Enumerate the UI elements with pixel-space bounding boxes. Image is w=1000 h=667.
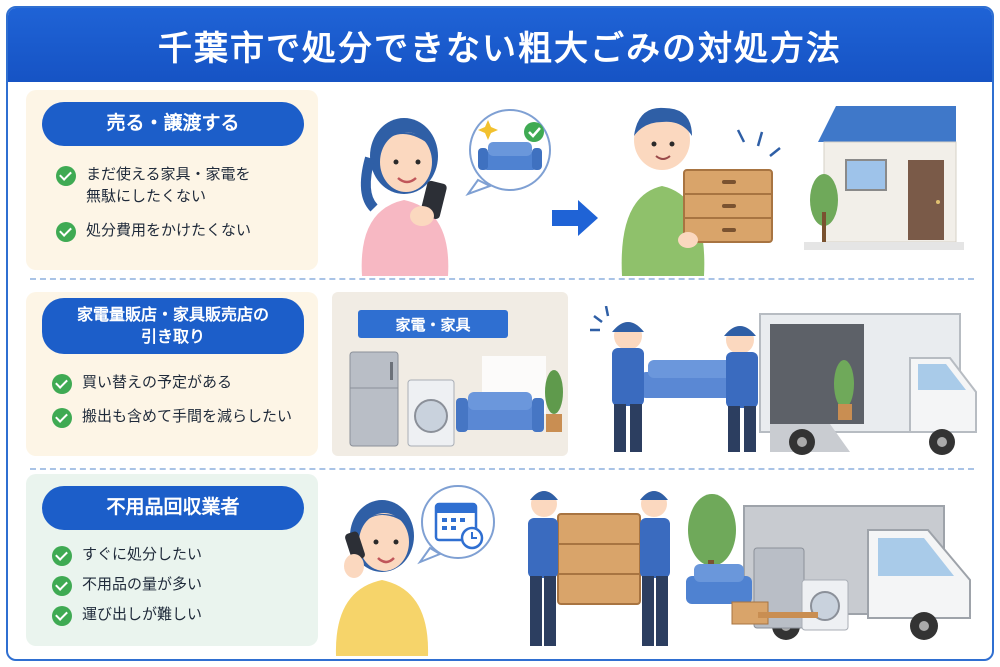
calendar-speech-bubble [417,485,495,565]
check-item: 不用品の量が多い [52,574,202,596]
check-icon [56,166,76,186]
store-card: 家電量販店・家具販売店の 引き取り 買い替えの予定がある 搬出も含めて手間を減ら… [26,292,318,456]
house-illustration [804,106,964,250]
check-text: 不用品の量が多い [82,575,203,593]
sofa-speech-bubble [465,109,551,196]
junk-card: 不用品回収業者 すぐに処分したい 不用品の量が多い 運び出しが難しい [26,474,318,646]
section-heading: 不用品回収業者 [42,486,304,530]
check-icon [56,221,76,242]
check-icon [52,374,72,394]
check-text: 搬出も含めて手間を減らしたい [82,407,293,425]
sell-card: 売る・譲渡する まだ使える家具・家電を 無駄にしたくない 処分費用をかけたくない [26,90,318,270]
check-item: 搬出も含めて手間を減らしたい [52,406,292,428]
arrow-right-icon [552,200,598,236]
check-list: まだ使える家具・家電を 無駄にしたくない 処分費用をかけたくない [56,164,251,254]
check-icon [52,408,72,428]
check-icon [52,576,72,596]
check-text: まだ使える家具・家電を 無駄にしたくない [86,165,251,205]
appliances-illustration [349,351,563,447]
woman-with-phone-illustration [360,118,449,276]
section-junk-removal: 不用品回収業者 すぐに処分したい 不用品の量が多い 運び出しが難しい [8,474,992,658]
section-store-pickup: 家電量販店・家具販売店の 引き取り 買い替えの予定がある 搬出も含めて手間を減ら… [8,292,992,462]
check-text: すぐに処分したい [82,545,203,563]
check-list: すぐに処分したい 不用品の量が多い 運び出しが難しい [52,544,202,634]
check-item: 買い替えの予定がある [52,372,292,394]
page-title: 千葉市で処分できない粗大ごみの対処方法 [158,28,842,69]
check-text: 処分費用をかけたくない [86,220,252,239]
heading-line: 家電量販店・家具販売店の [76,305,269,325]
section-heading: 売る・譲渡する [42,102,304,146]
check-item: すぐに処分したい [52,544,202,566]
infographic-frame: 千葉市で処分できない粗大ごみの対処方法 売る・譲渡する まだ使える家具・家電を … [6,6,994,661]
check-text: 運び出しが難しい [82,605,203,623]
section-divider [30,278,974,280]
check-item: まだ使える家具・家電を 無駄にしたくない [56,164,251,208]
check-list: 買い替えの予定がある 搬出も含めて手間を減らしたい [52,372,292,440]
check-item: 処分費用をかけたくない [56,220,251,242]
check-icon [52,546,72,566]
check-icon [52,606,72,626]
check-text: 買い替えの予定がある [82,373,233,391]
section-divider [30,468,974,470]
store-scene: 家電・家具 [332,292,568,456]
movers-truck-illustration [590,306,977,455]
heading-line: 引き取り [140,327,205,346]
man-carrying-drawers-illustration [621,107,781,276]
woman-on-phone-illustration [335,500,429,656]
store-sign: 家電・家具 [358,310,508,338]
check-item: 運び出しが難しい [52,604,202,626]
section-sell: 売る・譲渡する まだ使える家具・家電を 無駄にしたくない 処分費用をかけたくない [8,90,992,276]
junk-removal-truck-illustration [528,491,971,646]
title-bar: 千葉市で処分できない粗大ごみの対処方法 [8,8,992,82]
section-heading: 家電量販店・家具販売店の 引き取り [42,298,304,354]
